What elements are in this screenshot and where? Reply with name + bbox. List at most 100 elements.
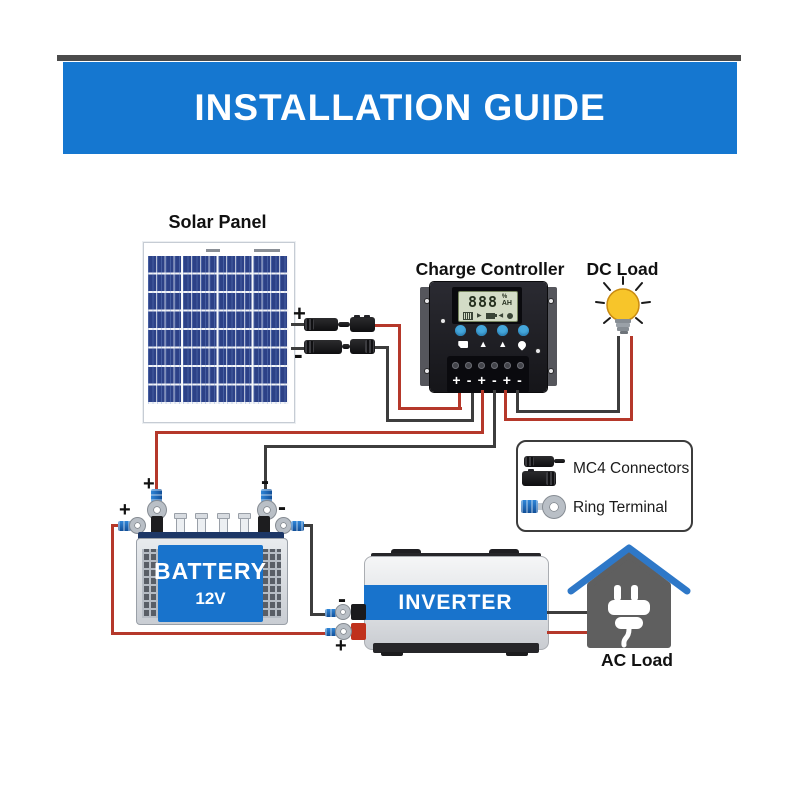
top-border-bar (57, 55, 741, 61)
down-button[interactable] (497, 325, 508, 336)
solar-panel-cells (148, 256, 289, 404)
wire-dc-positive (504, 390, 507, 421)
lcd-percent: % (501, 294, 508, 300)
wire-solar-positive-stub (291, 323, 309, 326)
lcd-display: 888 % AH ▶ ◀ (458, 291, 518, 322)
ring-terminal-icon (538, 503, 545, 510)
battery-title: BATTERY (153, 558, 268, 584)
charge-controller-label: Charge Controller (415, 259, 565, 279)
inverter-foot (506, 652, 528, 656)
light-bulb-icon (595, 276, 651, 334)
wire-solar-positive (372, 324, 401, 327)
battery-cell-cap (238, 513, 251, 538)
ring-terminal-icon (336, 605, 350, 619)
lamp-icon (516, 338, 528, 351)
terminal-screw-icon (491, 362, 498, 369)
screw-icon (549, 369, 553, 373)
wire-battery-negative (264, 445, 267, 492)
controller-buttons (455, 324, 529, 337)
ring-terminal-icon (543, 496, 565, 518)
wire-inverter-positive (111, 524, 114, 635)
ring-terminal-icon (130, 518, 145, 533)
screw-icon (441, 319, 445, 323)
arrow-left-icon: ◀ (498, 312, 504, 319)
solar-panel-label: Solar Panel (168, 212, 267, 232)
wire-solar-negative (372, 346, 389, 349)
battery-terminal-post (151, 516, 163, 536)
solar-minus-label: - (294, 339, 303, 369)
terminal-screw-icon (465, 362, 472, 369)
battery-select-button[interactable] (455, 325, 466, 336)
lcd-value: 888 (468, 293, 499, 311)
screw-icon (549, 299, 553, 303)
mc4-pin-icon (338, 322, 350, 327)
terminal-label: + (502, 372, 511, 388)
terminal-block (447, 356, 529, 393)
battery-cell-cap (174, 513, 187, 538)
wire-dc-negative (516, 410, 620, 413)
terminal-label: - (517, 372, 522, 388)
battery-vent-slots (142, 549, 162, 618)
terminal-labels: + - + - + - (451, 372, 525, 388)
panel-logo-mark (206, 249, 220, 252)
house-icon (567, 544, 691, 648)
wire-solar-negative (386, 419, 474, 422)
load-button[interactable] (518, 325, 529, 336)
ring-terminal-icon (276, 518, 291, 533)
terminal-label: + (477, 372, 486, 388)
mc4-connector-icon (304, 340, 342, 354)
dc-load-label: DC Load (586, 259, 659, 279)
mc4-connector-icon (350, 315, 375, 332)
up-arrow-icon: ▲ (478, 339, 488, 349)
terminal-label: - (466, 372, 472, 388)
wire-battery-negative (264, 445, 496, 448)
wire-solar-negative (471, 390, 474, 422)
battery-voltage: 12V (195, 589, 226, 608)
ring-terminal-icon (521, 500, 538, 513)
battery-wire-plus-label: + (143, 473, 155, 495)
battery-side-minus-label: - (278, 494, 286, 521)
battery-side-plus-label: + (119, 499, 131, 521)
wire-ac-line (547, 611, 591, 614)
legend-mc4-label: MC4 Connectors (573, 460, 690, 477)
terminal-screw-icon (517, 362, 524, 369)
battery-vent-slots (261, 549, 281, 618)
wire-solar-negative (386, 346, 389, 422)
mc4-pin-icon (342, 344, 350, 349)
inverter-bottom-rail (373, 643, 539, 653)
inverter-negative-terminal (351, 604, 366, 620)
ring-terminal-icon (325, 609, 337, 617)
solar-plus-label: + (293, 301, 306, 326)
mc4-connectors-icon (524, 456, 554, 467)
panel-icon (463, 311, 473, 320)
wire-solar-positive (398, 407, 462, 410)
ring-terminal-icon (325, 628, 337, 636)
wire-battery-positive (481, 390, 484, 434)
wire-solar-positive (398, 324, 401, 410)
lcd-status-icons: ▶ ◀ (463, 311, 513, 320)
legend-ring-label: Ring Terminal (573, 499, 668, 516)
ring-terminal-icon (291, 521, 304, 531)
inverter-foot (381, 652, 403, 656)
terminal-label: + (452, 372, 461, 388)
wire-battery-positive (155, 431, 158, 492)
wire-dc-positive (504, 418, 633, 421)
mc4-connectors-icon (522, 469, 556, 486)
mc4-connector-icon (350, 339, 375, 354)
lamp-icon (507, 312, 513, 319)
mc4-pin-icon (554, 459, 565, 463)
terminal-label: - (491, 372, 497, 388)
lcd-units: % AH (502, 294, 512, 307)
wire-dc-negative (516, 390, 519, 413)
wire-inverter-negative (310, 613, 330, 616)
wire-dc-negative (617, 336, 620, 413)
controller-button-icons: ▲ ▲ (453, 338, 531, 351)
down-arrow-icon: ▲ (498, 339, 508, 349)
header-banner: INSTALLATION GUIDE (63, 62, 737, 154)
battery-lid-stripe (138, 532, 284, 540)
up-button[interactable] (476, 325, 487, 336)
wire-inverter-positive (111, 524, 122, 527)
ring-terminal-icon (261, 489, 272, 502)
battery: BATTERY 12V (136, 538, 288, 625)
wire-dc-positive (630, 336, 633, 421)
